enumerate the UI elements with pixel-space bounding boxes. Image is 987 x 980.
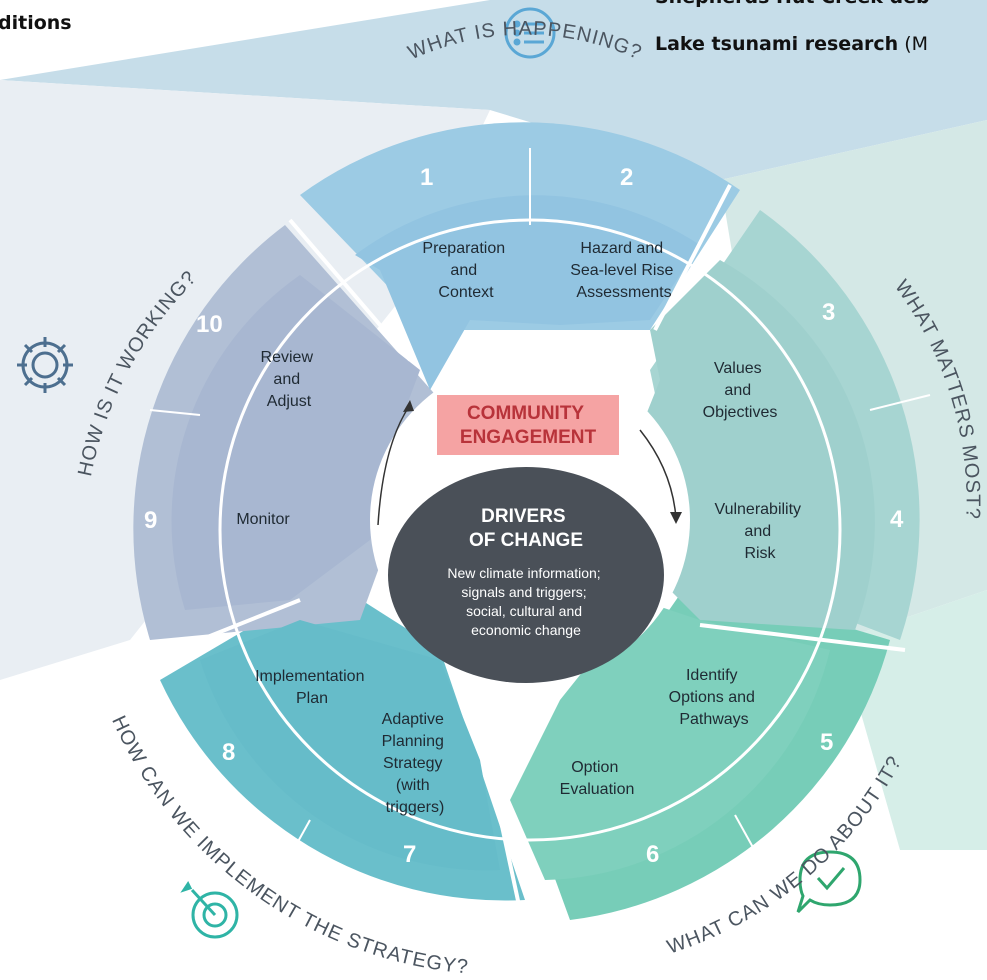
arrowhead (670, 512, 682, 524)
step-number-7: 7 (403, 841, 416, 868)
tick-line (149, 409, 201, 416)
cropped-text-top-right-line2: Lake tsunami research (M (655, 33, 928, 55)
community-engagement-highlight (437, 395, 619, 455)
divider-line (149, 598, 301, 662)
flow-arrow-left (377, 404, 411, 526)
step-number-1: 1 (420, 164, 433, 191)
arrowhead (403, 400, 414, 412)
cropped-text-rest: (M (898, 33, 929, 55)
step-number-10: 10 (196, 311, 223, 338)
segment-label-hazard: Hazard and Sea-level Rise Assessments (570, 240, 678, 301)
step-number-6: 6 (646, 841, 659, 868)
segment-label-monitor: Monitor (236, 511, 290, 528)
cropped-text-bold: Lake tsunami research (655, 33, 899, 55)
tick-line (734, 814, 761, 861)
divider-line (653, 184, 732, 331)
divider-line (488, 769, 522, 911)
segment-label-adaptive: Adaptive Planning Strategy (with trigger… (382, 711, 449, 816)
segment-label-vulnerability: Vulnerability and Risk (714, 501, 805, 562)
list-icon (504, 7, 556, 59)
segment-label-option-evaluation: Option Evaluation (560, 759, 635, 798)
cropped-text-top-right-line1: Shepherds Hut Creek deb (655, 0, 930, 8)
tick-line (869, 394, 931, 411)
cropped-text-top-left: ditions (0, 12, 72, 34)
target-icon (180, 881, 239, 939)
step-number-3: 3 (822, 299, 835, 326)
background-panel-top (0, 0, 987, 180)
drivers-of-change-body: New climate information; signals and tri… (447, 565, 604, 638)
segment-bottom-left (200, 620, 500, 871)
community-engagement-label: COMMUNITY ENGAGEMENT (460, 403, 597, 448)
tick-line (284, 819, 311, 866)
segment-left (171, 275, 420, 610)
drivers-of-change-title: DRIVERS OF CHANGE (469, 506, 583, 551)
flow-arrow-right (639, 429, 677, 519)
drivers-of-change-ellipse (388, 467, 664, 683)
step-number-8: 8 (222, 739, 235, 766)
step-number-5: 5 (820, 729, 833, 756)
step-number-9: 9 (144, 507, 157, 534)
step-number-2: 2 (620, 164, 633, 191)
segment-label-preparation: Preparation and Context (422, 240, 509, 301)
segment-label-values: Values and Objectives (703, 360, 778, 421)
check-chat-icon (796, 850, 862, 914)
segment-label-review: Review and Adjust (261, 349, 318, 410)
gear-icon (17, 337, 73, 393)
segment-top (355, 195, 700, 390)
step-number-4: 4 (890, 506, 904, 533)
segment-label-identify: Identify Options and Pathways (669, 667, 760, 728)
divider-line (288, 218, 412, 362)
divider-line (699, 623, 906, 652)
segment-label-implementation: Implementation Plan (255, 668, 369, 707)
